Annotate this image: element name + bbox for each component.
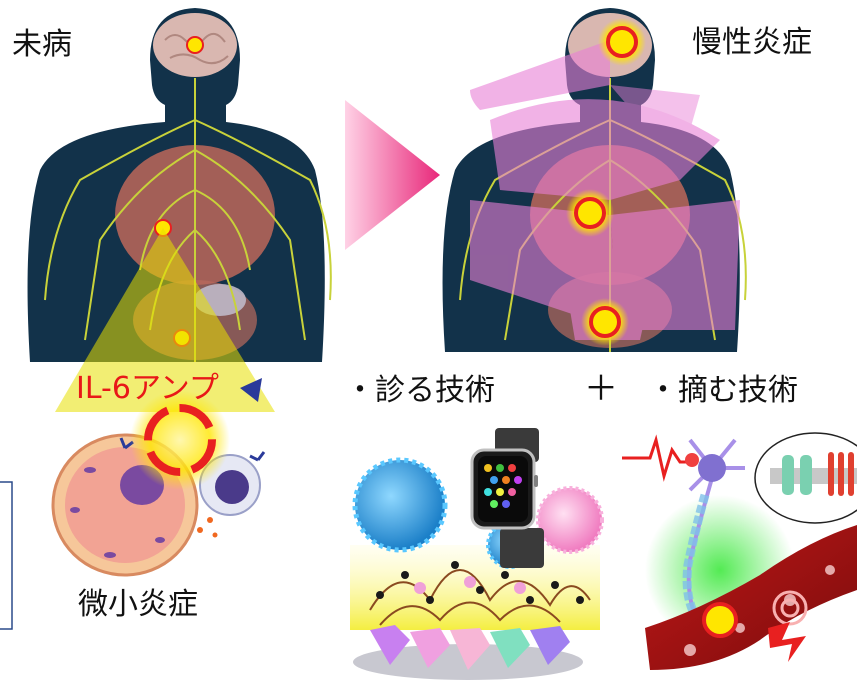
cytokine-dots [197, 517, 218, 538]
stimulus-dot [685, 453, 699, 467]
pick-technology-illustration [622, 433, 857, 670]
blue-immune-cell-large [355, 460, 445, 550]
diagnose-technology-illustration [350, 428, 602, 680]
neuron-body [698, 454, 726, 482]
micro-inflammation-label: 微小炎症 [78, 590, 198, 620]
pick-tech-label: ・摘む技術 [648, 376, 798, 406]
amplifier-label: IL-6アンプ [76, 374, 219, 404]
diagnose-tech-label: ・診る技術 [345, 376, 495, 406]
plus-sign: ＋ [584, 372, 618, 406]
lightning-icon [768, 622, 806, 662]
ecg-pulse-icon [622, 440, 690, 476]
pink-immune-cell [538, 488, 602, 552]
after-label: 慢性炎症 [692, 28, 812, 58]
progression-arrow [345, 100, 440, 250]
side-text-box [0, 482, 12, 629]
before-label: 未病 [12, 30, 72, 60]
immune-cell-nucleus [215, 470, 249, 504]
receptor [250, 452, 264, 460]
vessel-inflammation-spot [704, 604, 736, 636]
